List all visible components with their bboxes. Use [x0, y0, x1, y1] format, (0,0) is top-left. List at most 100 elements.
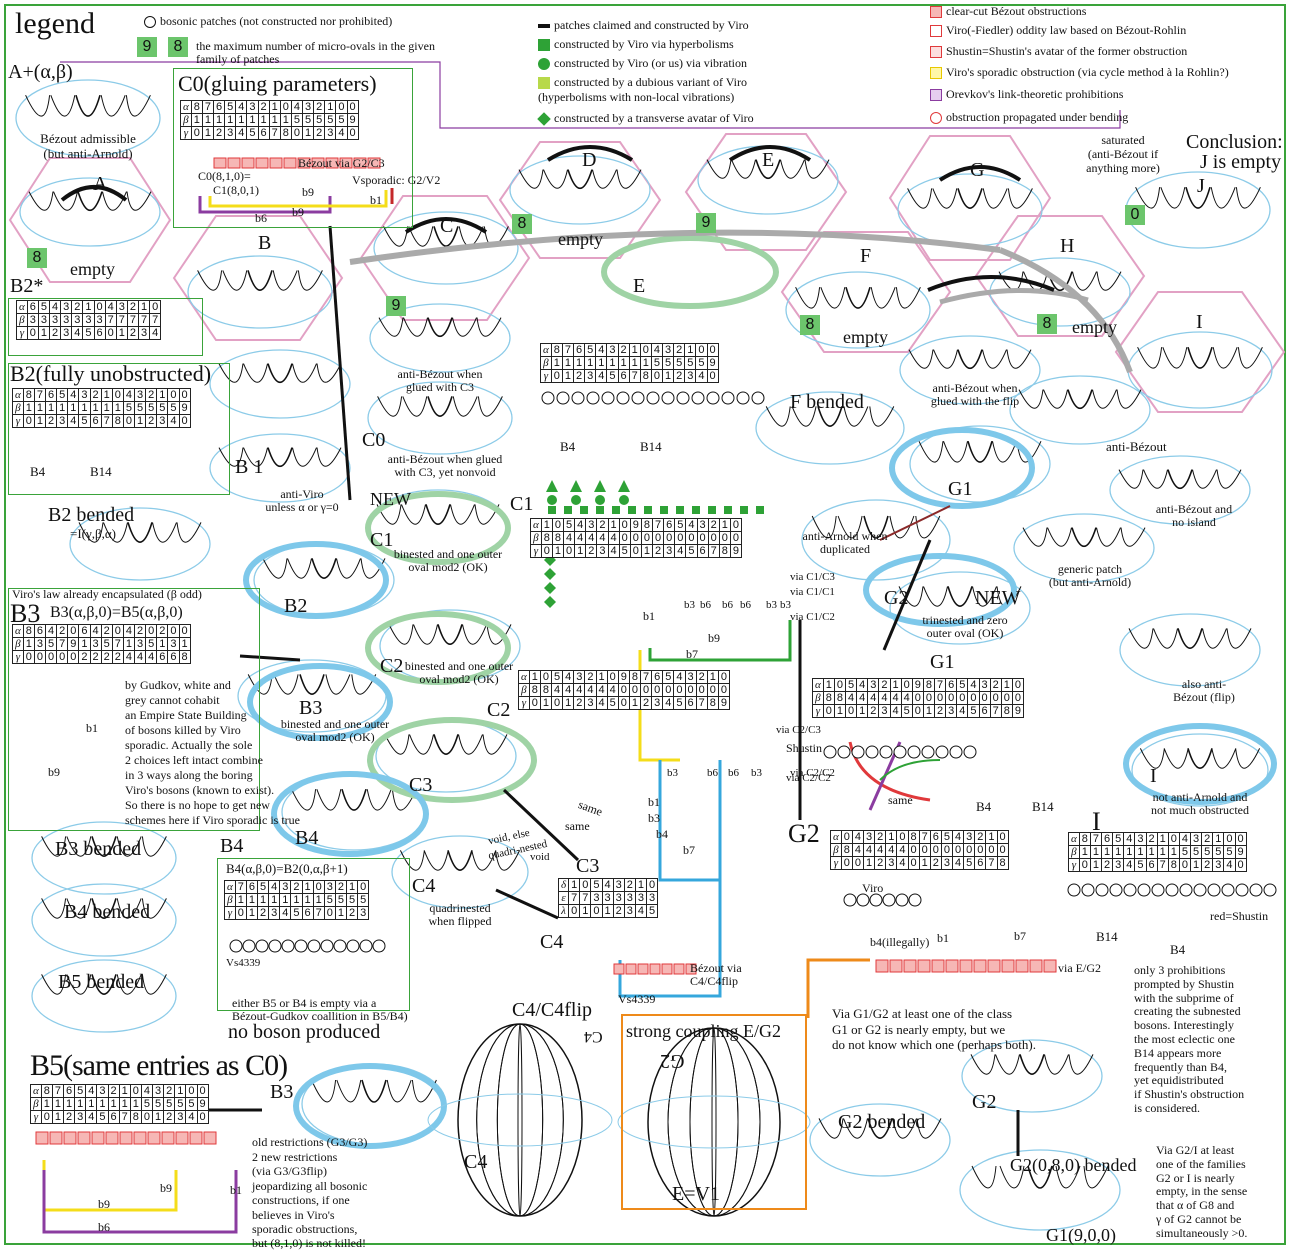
b4-cell: 1: [312, 893, 325, 907]
oval-curve: [458, 734, 483, 755]
highlight-ellipse: [1123, 723, 1277, 805]
boson-circle: [869, 893, 883, 907]
i-cell: 5: [1112, 832, 1125, 846]
boson-circle: [676, 391, 690, 405]
b2star-cell: 7: [115, 313, 128, 327]
sphere-band: [617, 1095, 811, 1149]
e-cell: 3: [584, 369, 597, 383]
b5-cell: 0: [129, 1084, 142, 1098]
c4flip-label: C4/C4flip: [512, 999, 593, 1021]
oval-curve: [262, 558, 288, 579]
b3-cell: 0: [67, 650, 80, 664]
g2-cell: 1: [918, 856, 931, 870]
c0-note1: C0(8,1,0)=: [198, 169, 251, 183]
boson-circle: [706, 391, 720, 405]
boson-circle: [851, 745, 865, 759]
oval-curve: [843, 406, 869, 427]
g1-b14: B14: [1032, 799, 1054, 814]
oval-curve: [462, 624, 487, 645]
c3-cell: 0: [590, 904, 603, 918]
new-label: NEW: [370, 489, 411, 509]
bezout-obstruction: [367, 157, 381, 169]
g1-row-header: γ: [812, 704, 824, 718]
a-plus-label: A+(α,β): [8, 61, 73, 83]
g1-via: via C2/C2: [790, 767, 835, 779]
patch-ellipse: [31, 959, 177, 1033]
boson-circle: [843, 893, 857, 907]
c2-cell: 0: [551, 696, 564, 710]
g1-cell: 4: [967, 678, 980, 692]
c2-cell: 0: [539, 670, 553, 684]
bezout-obstruction: [1043, 959, 1057, 973]
label-j: J: [1197, 175, 1205, 197]
oval-curve: [141, 974, 167, 995]
oval-curve: [402, 396, 428, 417]
boson-circle: [1221, 883, 1235, 897]
bezout-obstruction: [1001, 959, 1015, 973]
patch-ellipse: [959, 1149, 1121, 1231]
b5-cell: 1: [118, 1097, 131, 1111]
bezout-obstruction: [889, 959, 903, 973]
e-cell: 0: [706, 369, 719, 383]
g1-cell: 1: [822, 678, 835, 692]
b2full-cell: 4: [67, 414, 80, 428]
oval-curve: [495, 850, 521, 871]
oval-curve: [908, 349, 934, 369]
b3-text-1: binested and one outer: [280, 717, 390, 731]
c2-cell: 3: [573, 670, 586, 684]
hyperbolism-square: [724, 506, 732, 514]
c3-same: same: [565, 819, 590, 833]
i-cell: 5: [1178, 845, 1192, 859]
g1-cell: 9: [911, 678, 924, 692]
anti-bez-flip-2: glued with the flip: [930, 394, 1020, 408]
i-right-label: I: [1150, 765, 1157, 787]
b5-cell: 5: [174, 1097, 187, 1111]
oval-curve: [1143, 469, 1168, 489]
oval-curve: [1096, 527, 1121, 547]
strong-coupling-title: strong coupling E/G2: [626, 1021, 781, 1041]
b5-cell: 6: [63, 1084, 76, 1098]
b5-cell: 1: [96, 1097, 109, 1111]
oval-curve: [176, 522, 202, 543]
bezout-obstruction: [613, 963, 625, 975]
b3-cell: 6: [156, 650, 169, 664]
g1-900: G1(9,0,0): [1046, 1225, 1116, 1245]
c1-cell: 2: [585, 544, 598, 558]
oval-curve: [804, 159, 830, 179]
oval-curve: [933, 349, 958, 369]
c0-cell: 5: [335, 113, 348, 127]
oval-curve: [408, 226, 434, 247]
hyperbolism-square: [756, 506, 764, 514]
b4-formula: B4(α,β,0)=B2(0,α,β+1): [226, 861, 348, 876]
c0-bezout-via: Bézout via G2/C3: [298, 156, 385, 170]
oval-curve: [116, 898, 142, 919]
b2full-cell: 0: [178, 414, 191, 428]
b4-cell: 2: [334, 880, 348, 894]
e-b4: B4: [560, 439, 576, 454]
i-cell: 3: [1212, 858, 1225, 872]
c1-cell: 0: [674, 531, 687, 545]
g1-cell: 0: [911, 691, 924, 705]
g2-row-header: β: [830, 843, 842, 857]
b2star-cell: 7: [149, 313, 162, 327]
boson-circle: [333, 939, 347, 953]
anti-bez-island-2: no island: [1172, 515, 1216, 529]
c3-cell: 3: [634, 891, 648, 905]
b3-formula: B3(α,β,0)=B5(α,β,0): [50, 604, 183, 621]
bezout-obstruction: [353, 157, 367, 169]
c2-cell: 0: [628, 683, 642, 697]
c1-cell: 3: [663, 544, 676, 558]
boson-circle: [751, 391, 765, 405]
oval-curve: [247, 674, 273, 695]
c1-cell: 3: [585, 518, 598, 532]
oval-curve: [731, 159, 756, 179]
i-cell: 1: [1212, 832, 1225, 846]
b5-cell: 1: [118, 1084, 131, 1098]
oval-curve: [316, 789, 342, 811]
oval-curve: [413, 624, 438, 645]
c1-cell: 8: [718, 544, 731, 558]
patch-ellipse: [509, 155, 651, 225]
i-cell: 1: [1145, 845, 1158, 859]
c2-cell: 0: [717, 670, 731, 684]
